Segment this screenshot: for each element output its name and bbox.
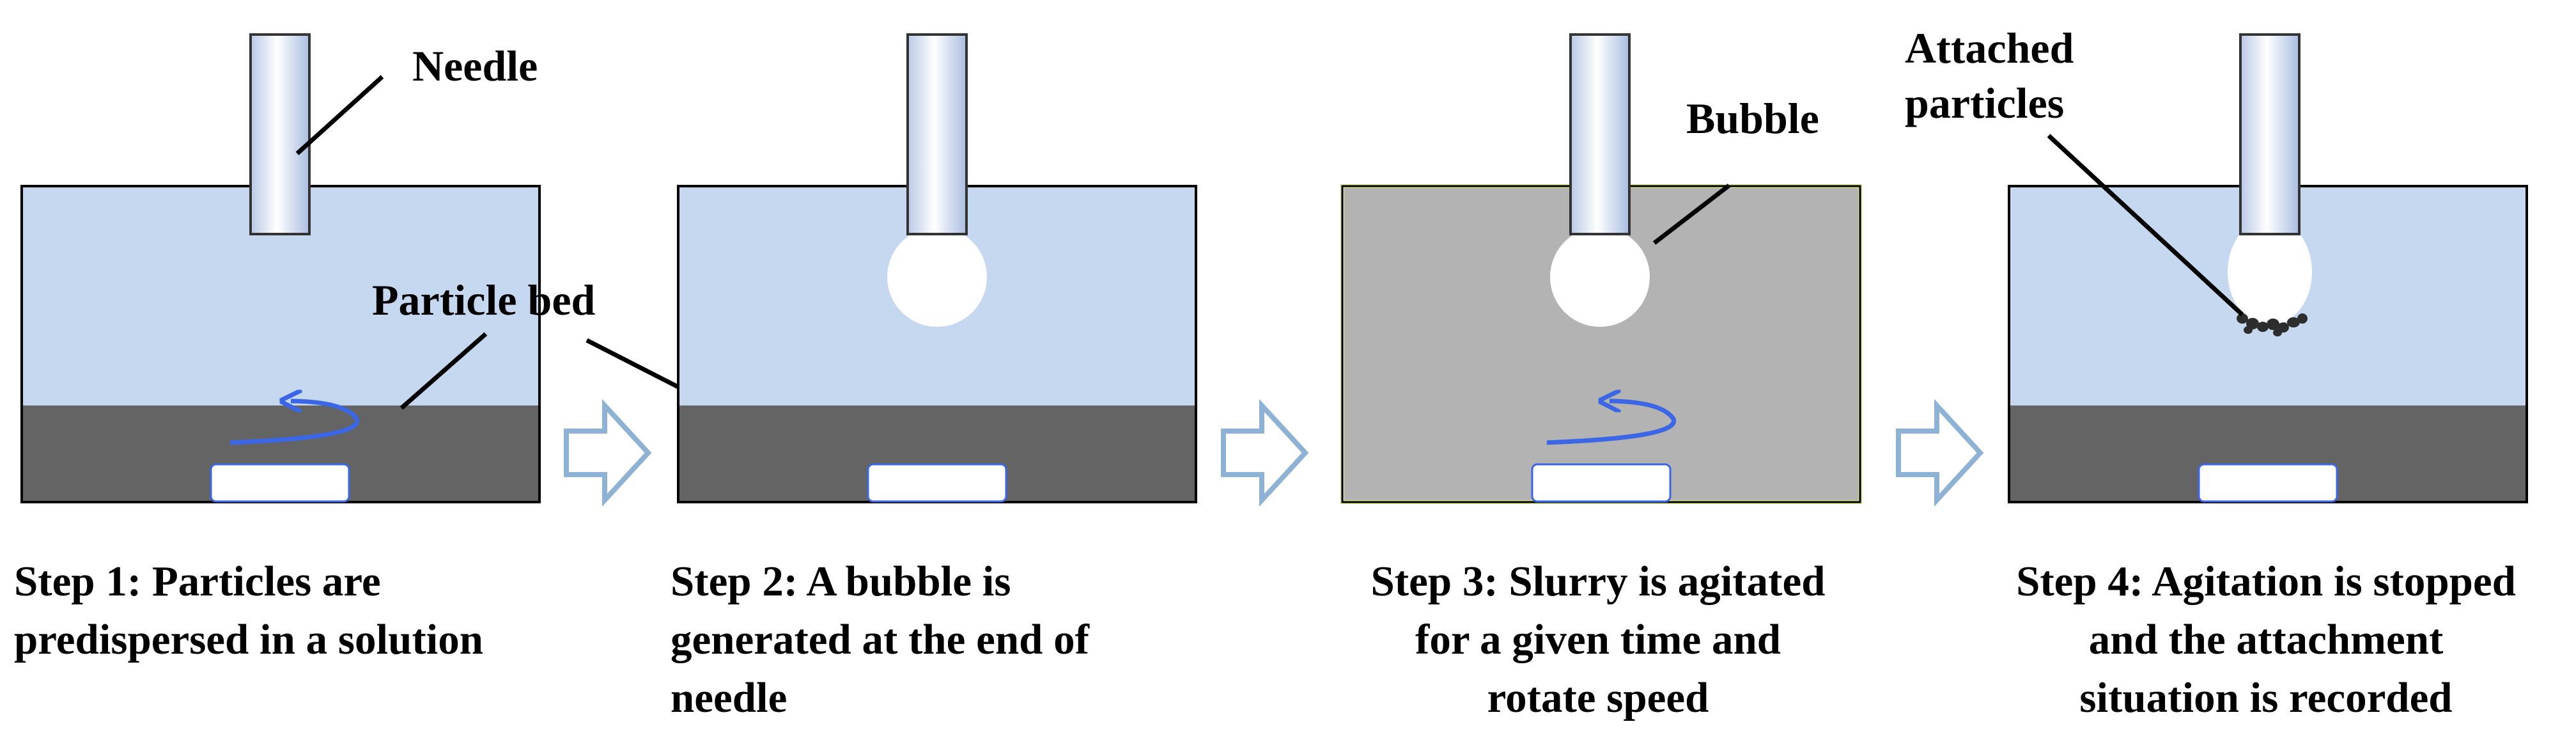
step-3-panel [1340,33,1862,504]
needle [1569,33,1631,235]
attached-particles-leader-line [2047,134,2244,317]
needle [2239,33,2301,235]
caption-line: rotate speed [1487,674,1709,721]
bubble [1550,227,1650,327]
stir-bar [2198,463,2338,503]
step-1-caption: Step 1: Particles are predispersed in a … [14,558,483,663]
attached-particle [2297,313,2308,324]
bubble [887,227,987,327]
step-arrow-1 [564,398,652,507]
bubble-label: Bubble [1686,94,1819,143]
caption-line: Step 2: A bubble is [671,558,1011,605]
caption-line: for a given time and [1415,616,1781,663]
attached-particle [2267,319,2279,330]
rotation-arrow [1546,401,1677,445]
bubble [2228,218,2312,326]
caption-line: situation is recorded [2079,674,2452,721]
attached-particle [2257,322,2269,332]
step-4-caption: Step 4: Agitation is stopped and the att… [2016,558,2516,721]
bubble-leader-line [1652,184,1731,245]
caption-line: needle [671,674,787,721]
needle-label: Needle [412,42,538,90]
step-2-caption: Step 2: A bubble is generated at the end… [671,558,1090,721]
attached-particle [2244,326,2253,334]
attached-particle-cluster [2237,313,2308,336]
particle-bed-leader-line-1 [400,332,488,410]
attached-particles-label-line-1: Attached [1905,24,2074,72]
attached-particle [2237,313,2248,324]
caption-line: Step 4: Agitation is stopped [2016,558,2516,605]
step-1-panel [20,33,541,503]
needle [906,33,968,235]
attached-particle [2287,317,2300,327]
stir-bar [867,463,1007,503]
caption-line: generated at the end of [671,616,1090,663]
needle [249,33,311,235]
caption-line: Step 1: Particles are [14,558,381,605]
step-4-panel [2008,33,2528,503]
caption-line: and the attachment [2089,616,2444,663]
stir-bar [210,463,350,503]
stir-bar [1531,463,1672,503]
step-2-panel [677,33,1197,503]
attached-particle [2273,329,2282,336]
rotation-arrow [229,401,360,445]
step-arrow-3 [1896,398,1984,507]
caption-line: predispersed in a solution [14,616,483,663]
particle-bed-label: Particle bed [372,276,596,324]
attached-particles-label-line-2: particles [1905,79,2064,127]
step-arrow-2 [1221,398,1309,507]
needle-leader-line [295,75,384,155]
step-3-caption: Step 3: Slurry is agitated for a given t… [1371,558,1826,721]
caption-line: Step 3: Slurry is agitated [1371,558,1826,605]
